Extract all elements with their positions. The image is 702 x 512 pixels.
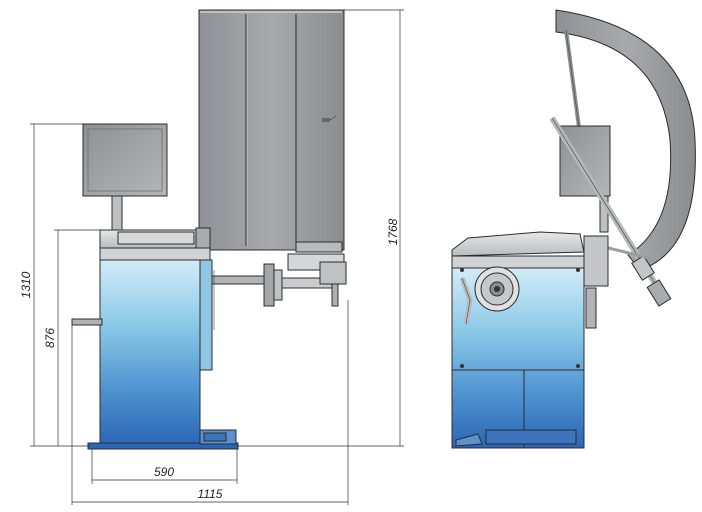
side-view bbox=[451, 9, 696, 449]
monitor bbox=[82, 123, 168, 231]
body-height-label: 1310 bbox=[19, 271, 33, 298]
front-view bbox=[71, 9, 347, 450]
dimension-labels: 1768 1310 876 590 1115 bbox=[19, 218, 400, 501]
shaft-assembly bbox=[211, 253, 347, 330]
wheel-guard bbox=[198, 9, 345, 253]
cabinet bbox=[71, 247, 239, 450]
monitor-side bbox=[559, 125, 611, 233]
side-cabinet bbox=[451, 231, 609, 449]
base-depth-label: 590 bbox=[154, 465, 174, 479]
total-width-label: 1115 bbox=[198, 487, 223, 501]
dimension-lines bbox=[30, 9, 404, 505]
table-height-label: 876 bbox=[43, 328, 57, 348]
total-height-label: 1768 bbox=[386, 218, 400, 245]
top-tray bbox=[99, 227, 211, 249]
